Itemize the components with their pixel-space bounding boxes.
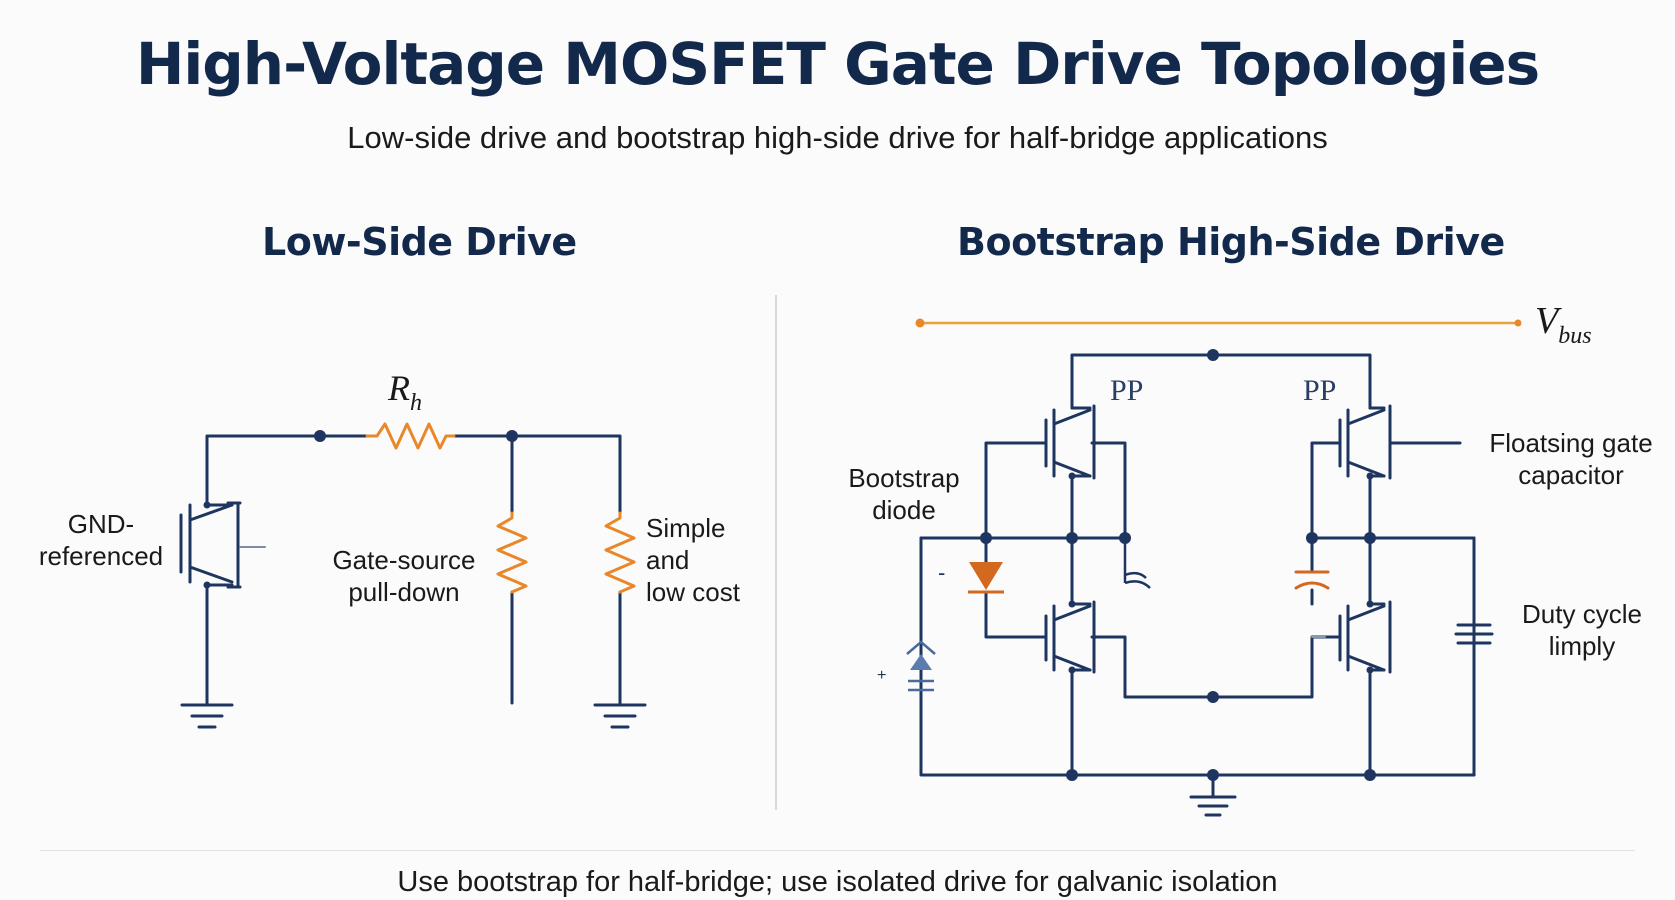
label-cap-line2: capacitor [1518,460,1624,490]
label-cap-line1: Floatsing gate [1489,428,1653,458]
ls-top-wire-left [205,434,369,507]
footer-divider [40,850,1635,851]
label-pulldown-line2: pull-down [348,577,460,607]
rh-main: R [387,368,410,408]
hs-top-frame [1070,353,1372,410]
hs-q2-mosfet [1044,600,1096,674]
resistor-pulldown-icon [496,511,528,594]
rh-label: Rh [387,368,422,416]
ls-top-wire-right [452,434,622,515]
label-diode-line1: Bootstrap [848,463,960,493]
label-duty-line1: Duty cycle [1522,599,1642,629]
pp-left-label: PP [1110,374,1143,407]
ls-ground-right [593,703,647,729]
high-side-title: Bootstrap High-Side Drive [957,220,1505,264]
duty-capacitor-icon [1454,623,1494,645]
footer-note: Use bootstrap for half-bridge; use isola… [397,866,1278,898]
label-diode-line2: diode [872,495,936,525]
label-gnd-line1: GND- [67,509,135,539]
floating-capacitor-icon [1294,570,1330,590]
supply-capacitor-icon [906,640,936,692]
resistor-right-icon [604,511,636,594]
ls-ground-left [180,703,234,729]
vbus-label: Vbus [1535,300,1592,349]
hs-stub-icon [1123,538,1151,589]
ls-nodes [203,430,518,589]
hs-q3-mosfet [1338,404,1392,480]
label-pulldown-line1: Gate-source [332,545,476,575]
page-title: High-Voltage MOSFET Gate Drive Topologie… [135,30,1540,98]
ls-mosfet [179,501,266,589]
label-gnd-referenced: GND- referenced [36,508,166,572]
vbus-rail [915,318,1522,328]
vbus-sub: bus [1558,323,1591,349]
resistor-rh-icon [365,422,456,450]
label-duty-line2: limply [1548,631,1616,661]
label-simple-low-cost: Simple and low cost [646,512,740,608]
label-gate-source-pulldown: Gate-source pull-down [326,544,482,608]
vbus-main: V [1535,300,1562,342]
label-simple-line2: and [646,545,690,575]
ls-resistors [365,422,636,594]
hs-transistors [1044,404,1392,674]
plus-mark: + [877,667,886,684]
page-subtitle: Low-side drive and bootstrap high-side d… [347,120,1328,155]
hs-q1-mosfet [1044,404,1096,480]
low-side-title: Low-Side Drive [262,220,577,264]
minus-mark: - [938,560,945,585]
rh-sub: h [410,390,422,416]
hs-q4-mosfet [1311,600,1392,674]
label-duty-cycle: Duty cycle limply [1512,598,1652,662]
label-simple-line1: Simple [646,513,726,543]
pp-right-label: PP [1303,374,1336,407]
low-side-circuit [179,434,647,729]
bootstrap-diode-icon [968,562,1004,594]
label-floating-gate-capacitor: Floatsing gate capacitor [1482,427,1660,491]
label-simple-line3: low cost [646,577,740,607]
label-bootstrap-diode: Bootstrap diode [838,462,970,526]
hs-nodes [980,349,1376,781]
hs-ground-icon [1189,795,1237,817]
label-gnd-line2: referenced [38,541,164,571]
